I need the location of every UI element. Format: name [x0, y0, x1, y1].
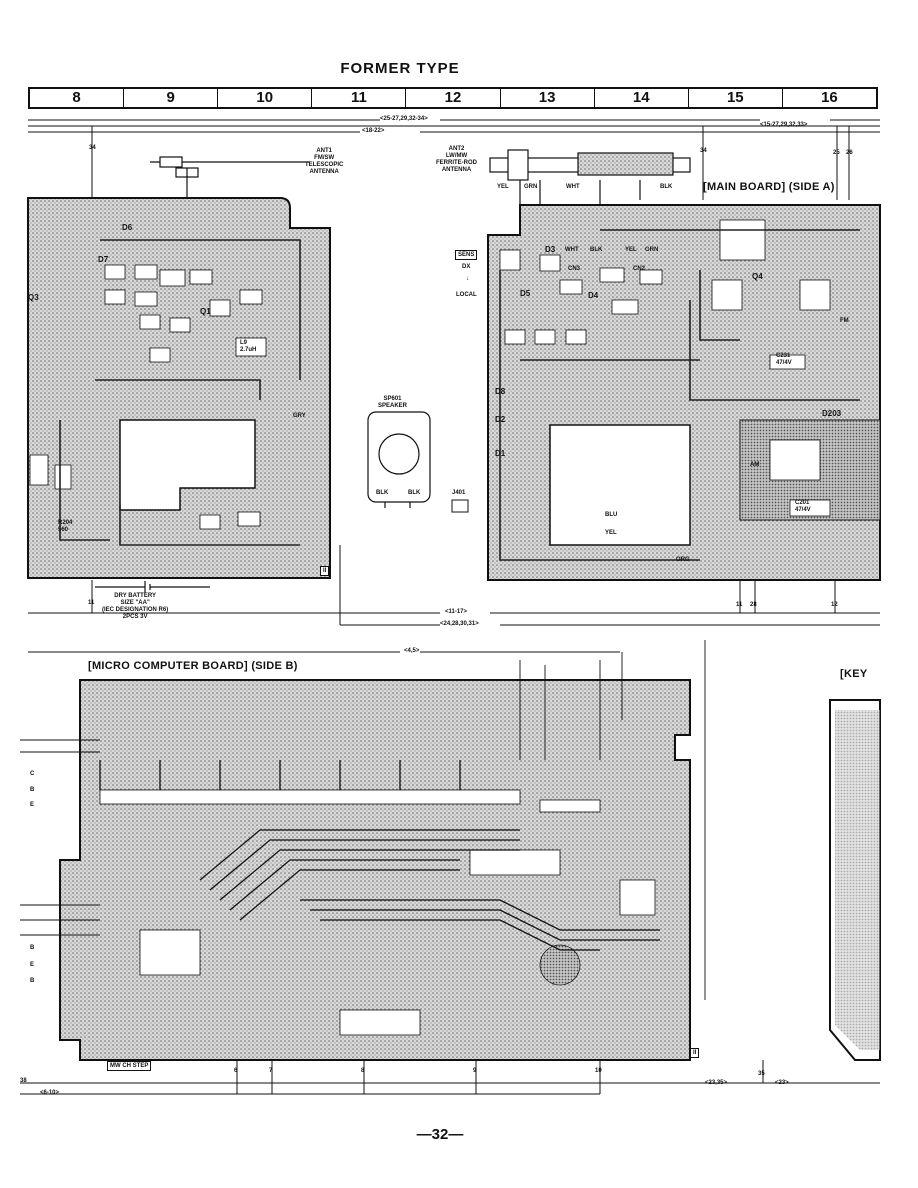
main-board-title: [MAIN BOARD] (SIDE A): [703, 181, 835, 193]
ref-number: 11: [88, 600, 95, 606]
component-label: D5: [520, 289, 531, 298]
ref-label: <23>: [775, 1080, 789, 1086]
grid-col: 13: [501, 89, 595, 107]
component-label: Q1: [200, 307, 211, 316]
component-label: Q3: [28, 293, 39, 302]
ref-number: 10: [595, 1068, 602, 1074]
wire-color-label: WHT: [565, 247, 579, 253]
component-label: C201 47/4V: [795, 500, 811, 513]
ref-label: <24,28,30,31>: [440, 621, 479, 627]
ref-label: <11-17>: [445, 609, 468, 615]
wire-color-label: BLK: [590, 247, 603, 253]
page-title: FORMER TYPE: [340, 60, 460, 77]
component-label: D6: [122, 223, 133, 232]
wire-color-label: BLK: [660, 184, 673, 190]
marker-box: II: [320, 566, 330, 576]
ref-number: 8: [361, 1068, 365, 1074]
ref-label: <15-27,29,32,33>: [760, 122, 808, 128]
pin-label: B: [30, 978, 35, 984]
component-label: AM: [750, 462, 760, 468]
marker-box: II: [690, 1048, 700, 1058]
grid-col: 12: [406, 89, 501, 107]
component-label: FM: [840, 318, 849, 324]
ref-number: 9: [473, 1068, 477, 1074]
sens-local-label: LOCAL: [456, 292, 477, 298]
ref-number: 35: [758, 1071, 765, 1077]
grid-col: 15: [689, 89, 783, 107]
component-label: D2: [495, 415, 506, 424]
battery-label: DRY BATTERY SIZE "AA" (IEC DESIGNATION R…: [102, 593, 169, 620]
component-label: D8: [495, 387, 506, 396]
grid-col: 14: [595, 89, 689, 107]
ref-number: 34: [89, 145, 96, 151]
wire-color-label: YEL: [625, 247, 637, 253]
sens-switch-label: SENS: [455, 250, 478, 260]
pin-label: E: [30, 962, 35, 968]
component-label: D7: [98, 255, 109, 264]
wire-color-label: GRN: [524, 184, 538, 190]
wire-color-label: YEL: [605, 530, 617, 536]
ref-number: 7: [269, 1068, 273, 1074]
component-label: Q4: [752, 272, 763, 281]
key-board-title: [KEY: [840, 668, 868, 680]
ref-number: 28: [750, 602, 757, 608]
wire-color-label: BLU: [605, 512, 618, 518]
arrow-down-icon: ↓: [466, 276, 469, 282]
speaker-label: SP601 SPEAKER: [378, 396, 408, 409]
wire-color-label: ORG: [676, 557, 690, 563]
ref-number: 6: [234, 1068, 238, 1074]
ref-label: 38: [20, 1078, 27, 1084]
component-label: D3: [545, 245, 556, 254]
ant1-label: ANT1 FM/SW TELESCOPIC ANTENNA: [305, 148, 344, 175]
mw-ch-step-label: MW CH STEP: [107, 1061, 152, 1071]
component-label: D4: [588, 291, 599, 300]
ref-label: <23,35>: [705, 1080, 728, 1086]
grid-col: 16: [821, 89, 838, 106]
component-label: D203: [822, 409, 842, 418]
ref-number: 26: [846, 150, 853, 156]
sens-dx-label: DX: [462, 264, 471, 270]
component-label: L9 2.7uH: [240, 340, 257, 353]
grid-col: 10: [218, 89, 313, 107]
pin-label: C: [30, 771, 35, 777]
grid-col: 8: [30, 89, 125, 107]
component-label: C231 47/4V: [776, 353, 792, 366]
wire-color-label: GRN: [645, 247, 659, 253]
wire-color-label: YEL: [497, 184, 509, 190]
grid-col: 11: [312, 89, 407, 107]
component-label: CN3: [568, 266, 581, 272]
ref-number: 12: [831, 602, 838, 608]
component-label: R204 560: [58, 520, 73, 533]
wire-color-label: WHT: [566, 184, 580, 190]
pin-label: B: [30, 945, 35, 951]
component-label: CN2: [633, 266, 646, 272]
wire-color-label: BLK: [408, 490, 421, 496]
ref-label: <6-10>: [40, 1090, 60, 1096]
component-label: D1: [495, 449, 506, 458]
ref-label: <18-22>: [362, 128, 385, 134]
wire-color-label: BLK: [376, 490, 389, 496]
grid-ruler: 8 9 10 11 12 13 14 15 16: [28, 87, 878, 109]
pin-label: E: [30, 802, 35, 808]
page-number: —32—: [416, 1126, 464, 1143]
ref-label: <4,5>: [404, 648, 420, 654]
micro-board-title: [MICRO COMPUTER BOARD] (SIDE B): [88, 660, 298, 672]
jack-label: J401: [452, 490, 466, 496]
ref-number: 11: [736, 602, 743, 608]
wire-color-label: GRY: [293, 413, 306, 419]
pin-label: B: [30, 787, 35, 793]
ant2-label: ANT2 LW/MW FERRITE-ROD ANTENNA: [436, 146, 477, 173]
grid-col: 9: [124, 89, 219, 107]
ref-number: 25: [833, 150, 840, 156]
ref-number: 34: [700, 148, 707, 154]
ref-label: <25-27,29,32-34>: [380, 116, 428, 122]
